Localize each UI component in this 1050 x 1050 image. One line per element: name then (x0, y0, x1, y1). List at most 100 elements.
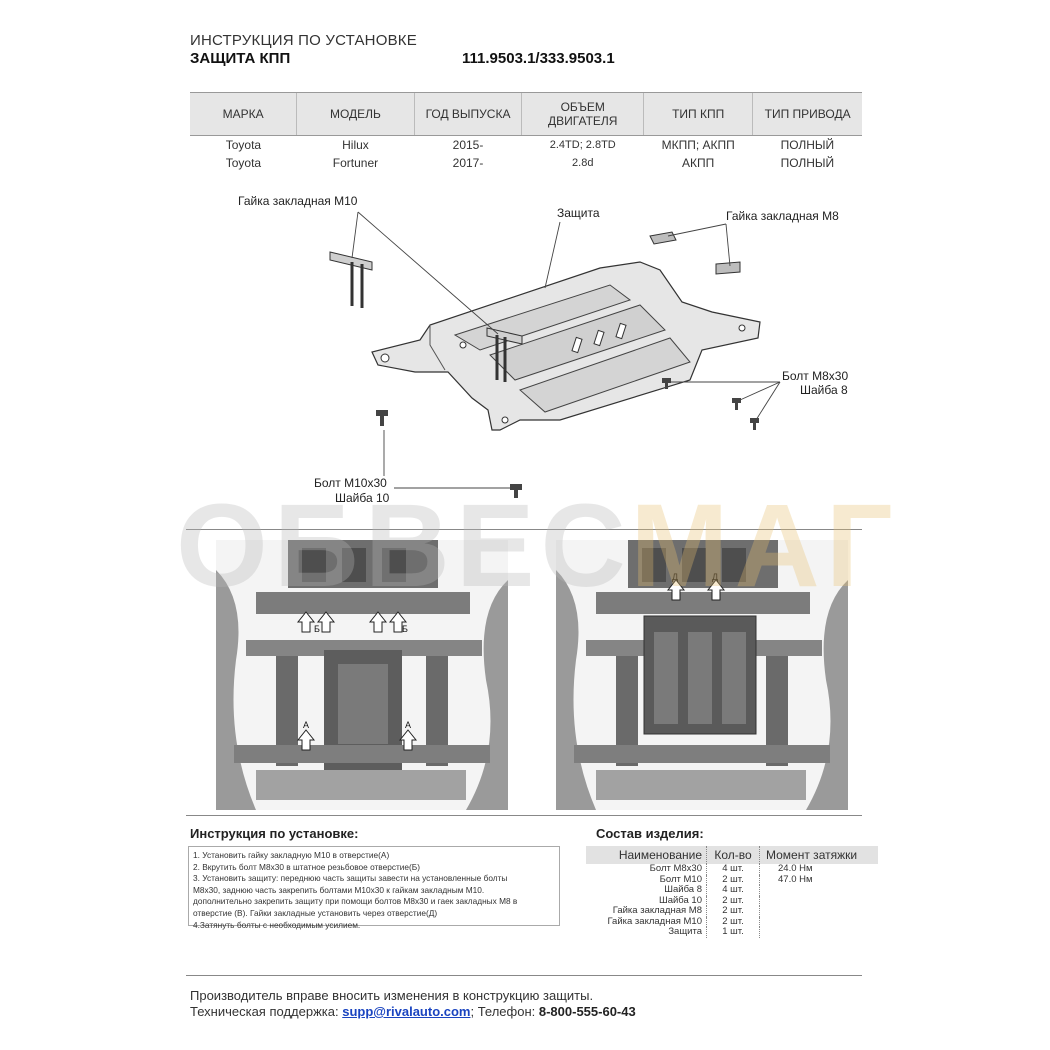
column-header: МОДЕЛЬ (296, 92, 415, 136)
item-torque (760, 917, 879, 928)
skid-plate-drawing (371, 261, 761, 431)
item-torque (760, 896, 879, 907)
item-qty: 2 шт. (706, 916, 760, 927)
table-cell: 2015- (452, 138, 484, 152)
table-row: Болт М8х30 4 шт. 24.0 Нм (586, 863, 878, 875)
item-qty: 2 шт. (706, 895, 760, 906)
document-title: ИНСТРУКЦИЯ ПО УСТАНОВКЕ (190, 32, 417, 49)
table-cell: 2017- (452, 156, 484, 170)
column-header: МАРКА (190, 92, 297, 136)
nut-m10-drawing (329, 251, 523, 382)
instruction-line: М8х30, заднюю часть закрепить болтами М1… (193, 884, 485, 895)
column-header: Момент затяжки (759, 846, 878, 864)
item-torque (760, 927, 879, 938)
leader-lines (351, 211, 781, 489)
instruction-line: 3. Установить защиту: переднюю часть защ… (193, 873, 508, 884)
instructions-box: 1. Установить гайку закладную М10 в отве… (188, 846, 560, 930)
label-a-right: А (405, 720, 411, 730)
item-name: Шайба 10 (658, 894, 702, 906)
column-header: ОБЪЕМ ДВИГАТЕЛЯ (521, 92, 644, 136)
watermark-part1: ОБВЕС (176, 480, 631, 612)
item-name: Защита (668, 926, 702, 937)
label-d-right: Д (712, 572, 718, 582)
item-torque (760, 885, 879, 896)
instruction-line: 4.Затянуть болты с необходимым усилием. (193, 919, 361, 930)
table-row: Гайка закладная М10 2 шт. (586, 915, 879, 928)
table-cell: Hilux (342, 138, 369, 152)
item-torque (760, 906, 879, 917)
table-row: Шайба 10 2 шт. (586, 894, 879, 907)
label-d-left: Д (672, 572, 678, 582)
underbody-before-illustration: Б Б А А (216, 540, 508, 810)
callout-washer-10: Шайба 10 (335, 491, 390, 505)
composition-header-row: Наименование Кол-во Момент затяжки (586, 846, 878, 864)
item-qty: 2 шт. (706, 905, 760, 917)
callout-washer-8: Шайба 8 (800, 383, 848, 397)
instruction-line: дополнительно закрепить защиту при помощ… (193, 896, 518, 907)
support-label: Техническая поддержка: (190, 1004, 339, 1019)
item-name: Гайка закладная М10 (607, 915, 702, 927)
item-qty: 4 шт. (706, 863, 760, 875)
table-cell: ПОЛНЫЙ (780, 156, 835, 170)
item-qty: 1 шт. (706, 926, 760, 938)
spec-header-row: МАРКА МОДЕЛЬ ГОД ВЫПУСКА ОБЪЕМ ДВИГАТЕЛЯ… (190, 92, 862, 136)
label-b-right: Б (402, 624, 408, 634)
callout-nut-m10: Гайка закладная М10 (238, 194, 358, 208)
instructions-heading: Инструкция по установке: (190, 826, 359, 841)
table-row: Toyota Fortuner 2017- 2.8d АКПП ПОЛНЫЙ (190, 154, 862, 172)
table-row: Гайка закладная М8 2 шт. (586, 905, 879, 917)
callout-bolt-m10: Болт М10х30 (314, 476, 387, 490)
item-qty: 4 шт. (706, 884, 760, 896)
footer-support: Техническая поддержка: supp@rivalauto.co… (190, 1004, 636, 1019)
table-cell: 2.4TD; 2.8TD (549, 139, 616, 151)
table-cell: Toyota (225, 138, 262, 152)
item-name: Шайба 8 (664, 884, 702, 895)
composition-table: Наименование Кол-во Момент затяжки Болт … (586, 846, 878, 938)
phone-label: ; Телефон: (470, 1004, 536, 1019)
section-divider (186, 815, 862, 816)
table-cell: Toyota (225, 156, 262, 170)
column-header: ТИП ПРИВОДА (752, 92, 862, 136)
table-cell: АКПП (682, 156, 715, 170)
table-row: Защита 1 шт. (586, 926, 879, 938)
product-name: ЗАЩИТА КПП (190, 50, 291, 67)
table-cell: 2.8d (572, 157, 594, 169)
item-torque: 47.0 Нм (778, 873, 813, 885)
label-b-left: Б (314, 624, 320, 634)
bolt-drawings (376, 378, 759, 498)
vehicle-spec-table: МАРКА МОДЕЛЬ ГОД ВЫПУСКА ОБЪЕМ ДВИГАТЕЛЯ… (190, 92, 862, 172)
section-divider (186, 975, 862, 976)
table-row: Toyota Hilux 2015- 2.4TD; 2.8TD МКПП; АК… (190, 136, 862, 155)
product-code: 111.9503.1/333.9503.1 (462, 50, 615, 67)
column-header: ТИП КПП (643, 92, 753, 136)
support-phone[interactable]: 8-800-555-60-43 (538, 1004, 636, 1019)
item-name: Болт М8х30 (649, 863, 702, 874)
watermark-part2: МАГ (630, 480, 899, 612)
item-name: Болт М10 (659, 873, 702, 885)
underbody-after-illustration: Д Д (556, 540, 848, 810)
section-divider (186, 529, 862, 530)
column-header: Наименование (586, 846, 707, 864)
item-qty: 2 шт. (706, 874, 760, 885)
table-row: Болт М10 2 шт. 47.0 Нм (586, 873, 878, 885)
item-torque: 24.0 Нм (778, 863, 813, 874)
column-header: Кол-во (706, 846, 760, 864)
column-header: ГОД ВЫПУСКА (413, 92, 522, 136)
label-a-left: А (303, 720, 309, 730)
instruction-line: 1. Установить гайку закладную М10 в отве… (193, 850, 390, 860)
table-cell: Fortuner (332, 156, 379, 170)
callout-nut-m8: Гайка закладная М8 (726, 209, 839, 223)
composition-heading: Состав изделия: (596, 826, 704, 841)
item-name: Гайка закладная М8 (612, 905, 702, 916)
instruction-line: отверстие (В). Гайки закладные установит… (193, 907, 438, 918)
exploded-parts-diagram (329, 211, 781, 498)
table-cell: МКПП; АКПП (661, 138, 735, 152)
footer-note: Производитель вправе вносить изменения в… (190, 988, 594, 1003)
nut-m8-drawing (649, 231, 741, 275)
instruction-line: 2. Вкрутить болт М8х30 в штатное резьбов… (193, 861, 421, 872)
table-row: Шайба 8 4 шт. (586, 884, 879, 896)
table-cell: ПОЛНЫЙ (780, 138, 835, 152)
watermark: ОБВЕСМАГ (176, 478, 899, 614)
support-email-link[interactable]: supp@rivalauto.com (342, 1004, 471, 1019)
callout-bolt-m8: Болт М8х30 (782, 369, 849, 383)
